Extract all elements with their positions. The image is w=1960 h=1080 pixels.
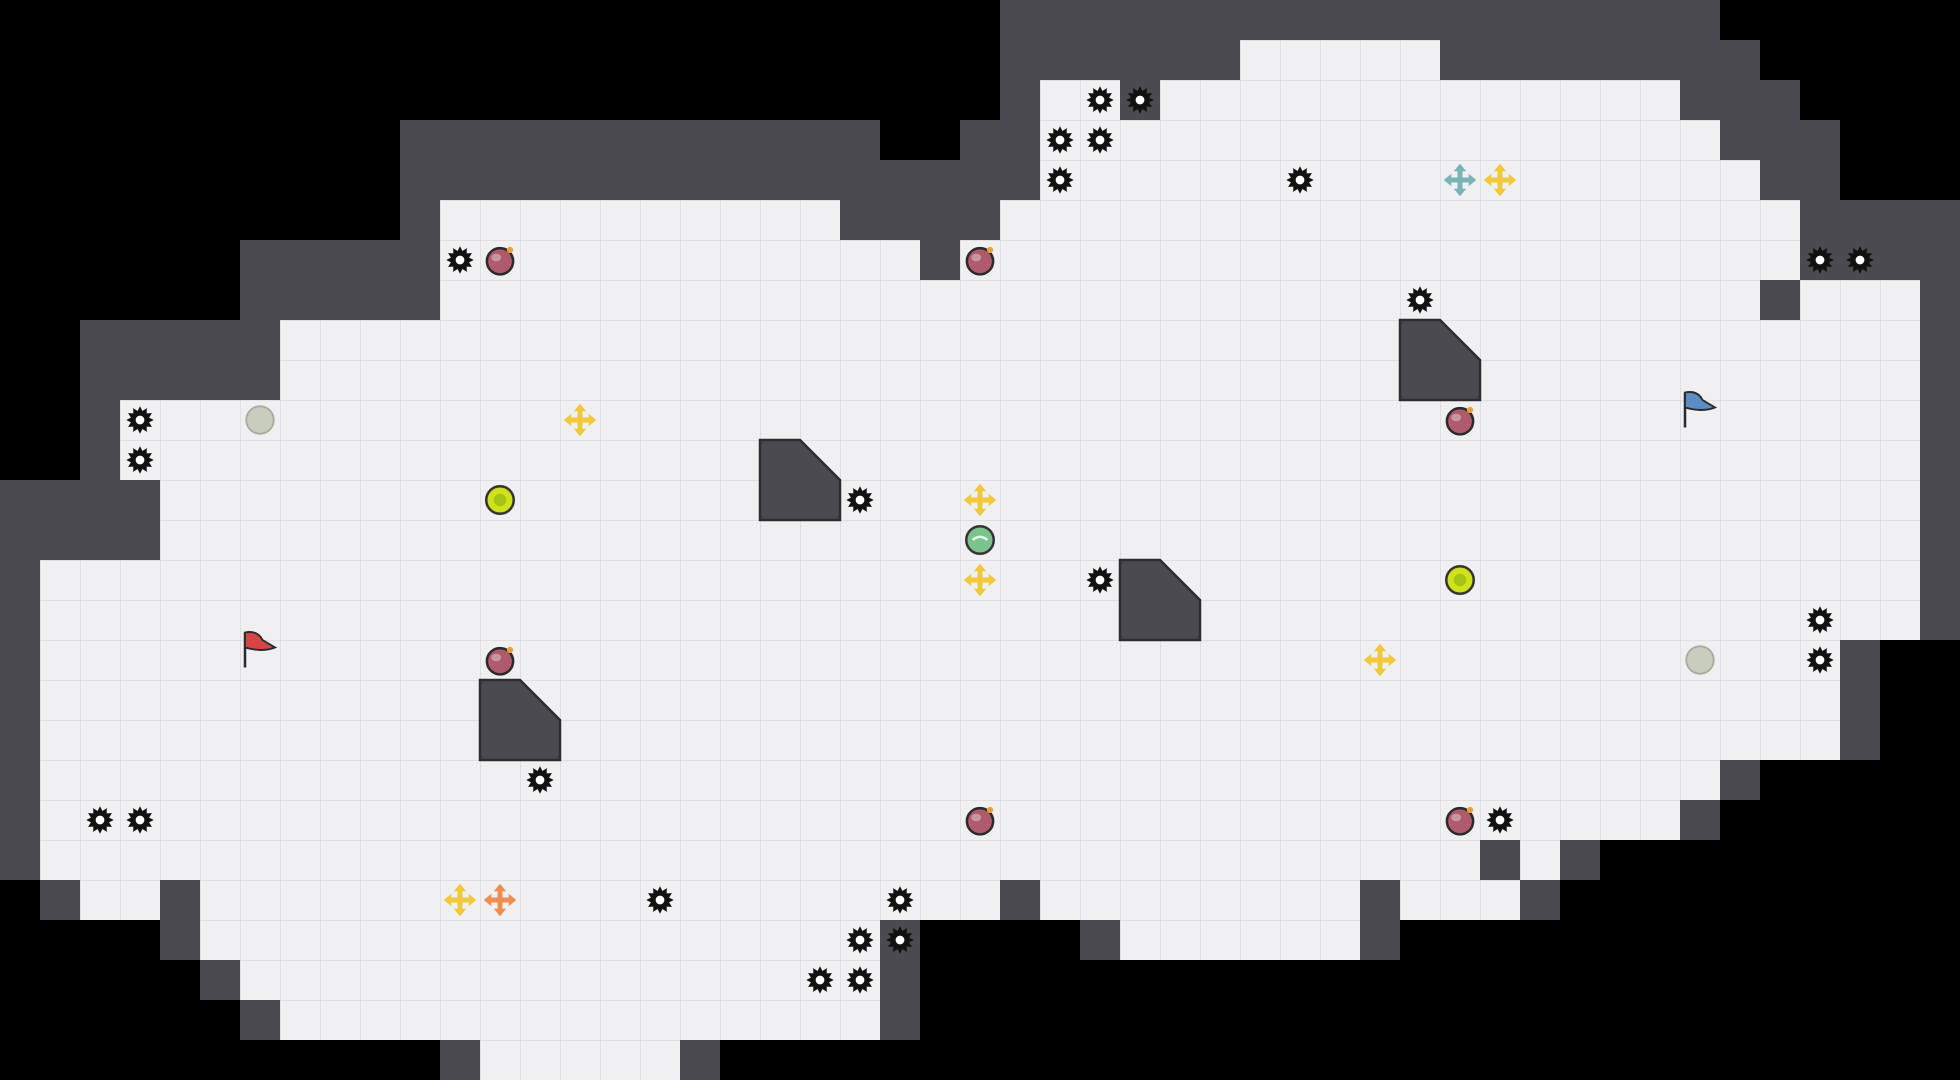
gear-hazard-icon [1406,286,1434,314]
gear-hazard-icon [846,966,874,994]
floor-run [440,200,840,240]
gear-hazard-icon [526,766,554,794]
floor-run [1520,840,1560,880]
four-way-arrow-icon [1483,163,1517,197]
gear-hazard-icon [1846,246,1874,274]
gear-hazard-icon [806,966,834,994]
floor-run [280,360,1920,400]
floor-run [1240,40,1440,80]
floor-run [40,840,1480,880]
pressure-pad [245,405,275,435]
bomb-icon [965,806,995,836]
gear-hazard-icon [846,486,874,514]
floor-run [160,480,1920,520]
player-marble[interactable] [965,525,995,555]
floor-run [40,760,1720,800]
four-way-arrow-icon [1363,643,1397,677]
glow-orb-icon [485,485,515,515]
floor-run [40,680,1840,720]
gear-hazard-icon [1086,86,1114,114]
gear-hazard-icon [1046,126,1074,154]
gear-hazard-icon [446,246,474,274]
object-layer [86,86,1874,994]
gear-hazard-icon [126,806,154,834]
gear-hazard-icon [86,806,114,834]
floor-run [160,520,1920,560]
four-way-arrow-icon [443,883,477,917]
floor-run [280,1000,880,1040]
gear-hazard-icon [846,926,874,954]
gear-hazard-icon [1286,166,1314,194]
floor-run [1040,120,1720,160]
floor-run [40,800,1680,840]
block-layer [478,318,1482,762]
gear-hazard-icon [1046,166,1074,194]
gear-hazard-icon [1806,246,1834,274]
floor-run [960,240,1800,280]
gear-hazard-icon [646,886,674,914]
four-way-arrow-icon [963,563,997,597]
bomb-icon [485,246,515,276]
floor-run [40,720,1840,760]
floor-run [80,880,160,920]
wall-block [1118,558,1202,642]
floor-run [200,920,880,960]
floor-layer [40,40,1920,1080]
red-flag-icon [243,631,278,668]
gear-hazard-icon [1086,126,1114,154]
bomb-icon [1445,806,1475,836]
bomb-icon [485,646,515,676]
floor-run [120,440,1920,480]
floor-run [1800,280,1920,320]
wall-block [478,678,562,762]
gear-hazard-icon [886,886,914,914]
floor-run [480,1040,680,1080]
four-way-arrow-icon [1443,163,1477,197]
floor-run [1040,160,1760,200]
bomb-icon [1445,406,1475,436]
gear-hazard-icon [886,926,914,954]
floor-run [1120,920,1360,960]
floor-run [1040,880,1360,920]
gear-hazard-icon [126,406,154,434]
floor-run [40,640,1840,680]
floor-run [240,960,880,1000]
four-way-arrow-icon [483,883,517,917]
floor-run [200,880,1000,920]
floor-run [280,320,1920,360]
pressure-pad [1685,645,1715,675]
gear-hazard-icon [126,446,154,474]
gear-hazard-icon [1126,86,1154,114]
floor-run [440,240,920,280]
blue-flag-icon [1683,391,1718,428]
floor-run [40,600,1920,640]
floor-run [1400,880,1520,920]
bomb-icon [965,246,995,276]
gear-hazard-icon [1086,566,1114,594]
floor-run [440,280,1760,320]
glow-orb-icon [1445,565,1475,595]
four-way-arrow-icon [563,403,597,437]
gear-hazard-icon [1486,806,1514,834]
gear-hazard-icon [1806,646,1834,674]
four-way-arrow-icon [963,483,997,517]
wall-block [1398,318,1482,402]
floor-run [1000,200,1800,240]
floor-run [120,400,1920,440]
gear-hazard-icon [1806,606,1834,634]
floor-run [1160,80,1680,120]
wall-block [758,438,842,522]
